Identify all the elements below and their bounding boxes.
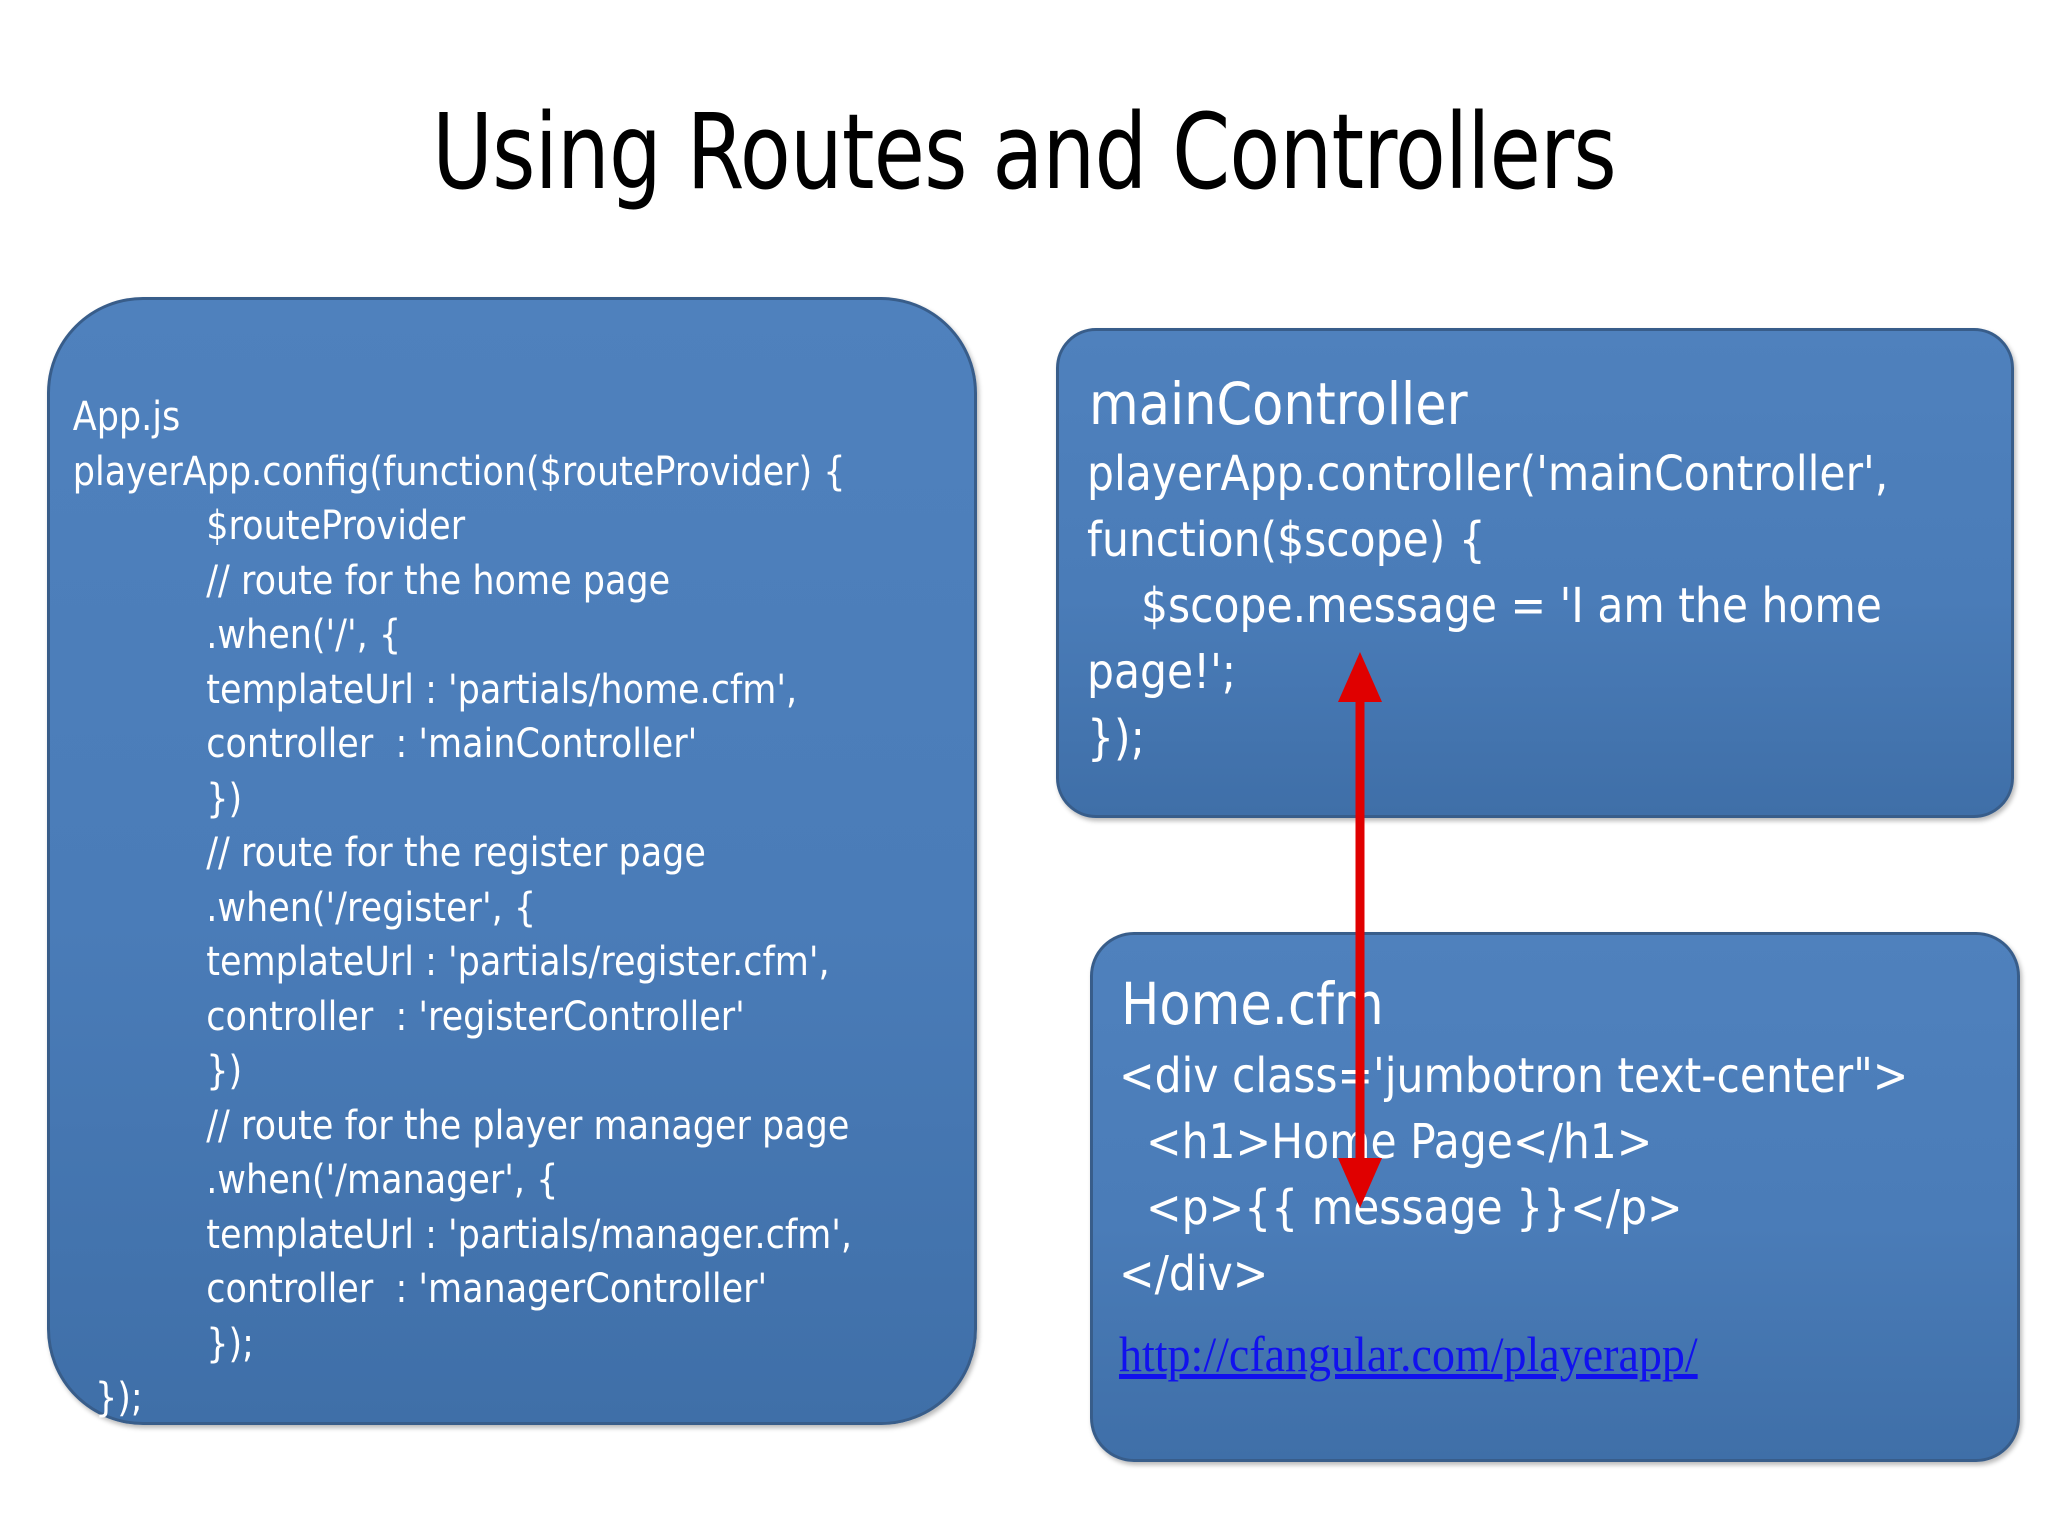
main-controller-heading: mainController <box>1089 370 1468 438</box>
app-js-code-text: App.js playerApp.config(function($routeP… <box>72 394 852 1421</box>
playerapp-url-link[interactable]: http://cfangular.com/playerapp/ <box>1119 1326 1698 1382</box>
main-controller-box: mainController playerApp.controller('mai… <box>1056 328 2014 818</box>
home-cfm-code-text: <div class='jumbotron text-center"> <h1>… <box>1119 1048 1909 1302</box>
main-controller-code-text: playerApp.controller('mainController', f… <box>1087 446 1889 766</box>
home-cfm-heading: Home.cfm <box>1121 970 1384 1038</box>
home-cfm-box: Home.cfm <div class='jumbotron text-cent… <box>1090 932 2020 1462</box>
page-title: Using Routes and Controllers <box>432 91 1617 213</box>
app-js-code-box: App.js playerApp.config(function($routeP… <box>47 297 977 1425</box>
